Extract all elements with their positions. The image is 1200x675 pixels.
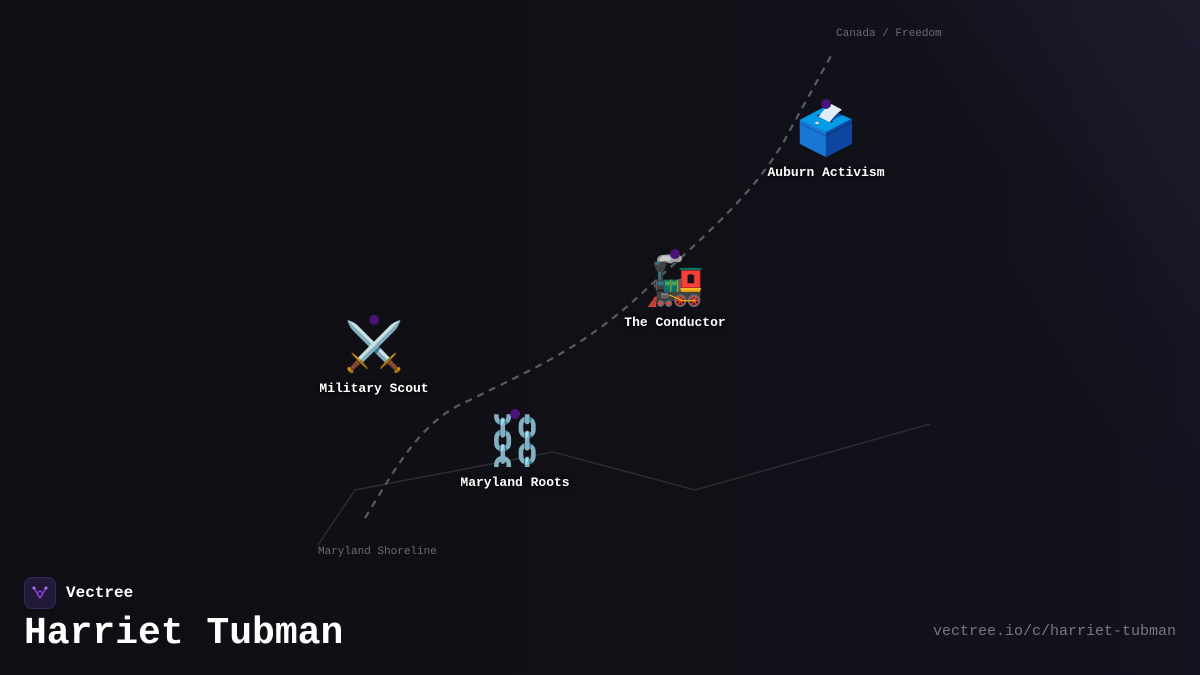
origin-label: Maryland Shoreline bbox=[318, 546, 437, 558]
node-military-scout[interactable]: ⚔️ Military Scout bbox=[294, 315, 454, 396]
brand-name: Vectree bbox=[66, 584, 134, 602]
locomotive-icon: 🚂 bbox=[645, 253, 705, 309]
chains-icon: ⛓️ bbox=[485, 413, 545, 469]
node-label: Maryland Roots bbox=[460, 475, 570, 490]
page-url[interactable]: vectree.io/c/harriet-tubman bbox=[932, 623, 1176, 640]
node-label: The Conductor bbox=[624, 315, 726, 330]
node-marker bbox=[821, 99, 831, 109]
node-auburn-activism[interactable]: 🗳️ Auburn Activism bbox=[746, 99, 906, 180]
node-maryland-roots[interactable]: ⛓️ Maryland Roots bbox=[435, 409, 595, 490]
destination-label: Canada / Freedom bbox=[836, 28, 942, 40]
node-marker bbox=[670, 249, 680, 259]
page-title: Harriet Tubman bbox=[24, 612, 344, 655]
node-marker bbox=[369, 315, 379, 325]
crossed-swords-icon: ⚔️ bbox=[344, 319, 404, 375]
journey-path bbox=[364, 53, 833, 519]
node-the-conductor[interactable]: 🚂 The Conductor bbox=[595, 249, 755, 330]
node-marker bbox=[510, 409, 520, 419]
node-label: Auburn Activism bbox=[767, 165, 885, 180]
vectree-logo-icon bbox=[24, 577, 56, 609]
shoreline-outline bbox=[317, 423, 931, 546]
ballot-box-icon: 🗳️ bbox=[796, 103, 856, 159]
node-label: Military Scout bbox=[319, 381, 429, 396]
brand[interactable]: Vectree bbox=[24, 577, 133, 609]
